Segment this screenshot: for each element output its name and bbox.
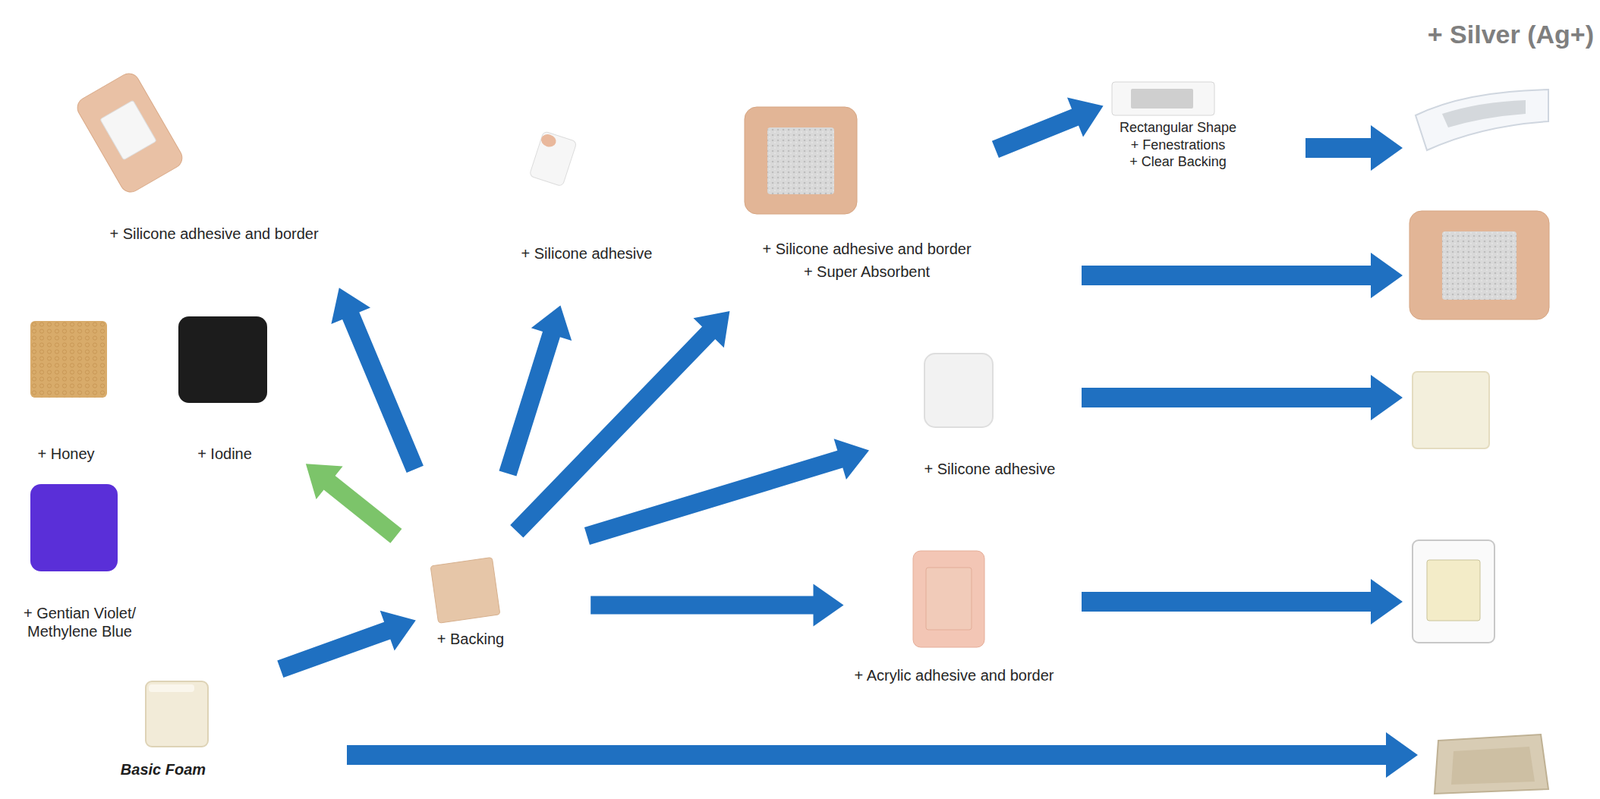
product-node: Rectangular Shape+ Fenestrations+ Clear … — [1108, 73, 1240, 174]
dressing-pad — [1442, 231, 1517, 300]
node-label: + Gentian Violet/ Methylene Blue — [11, 604, 149, 641]
block-arrow — [330, 287, 424, 473]
iodine-dressing — [178, 316, 268, 404]
product-node: + Honey — [27, 318, 111, 467]
silver-dressing-5 — [1434, 734, 1549, 794]
dressing-pad — [767, 127, 835, 195]
silver-dressing-2 — [1409, 211, 1550, 320]
product-node: + Acrylic adhesive and border — [851, 548, 1058, 688]
acrylic-dressing — [913, 551, 985, 648]
dressing-border — [1409, 211, 1550, 320]
dressing-pad — [925, 567, 972, 630]
block-arrow — [1081, 374, 1403, 421]
dressing-picture — [73, 69, 186, 196]
block-arrow — [305, 463, 403, 544]
dressing-backing — [1111, 81, 1215, 116]
dressing-center — [1451, 746, 1535, 785]
dressing-border — [73, 69, 186, 196]
honey-dressing — [30, 321, 108, 398]
node-label: + Honey — [37, 444, 95, 463]
product-node: + Backing — [425, 553, 508, 652]
pad-texture — [1442, 231, 1517, 300]
node-label: Rectangular Shape — [1119, 119, 1237, 137]
block-arrow — [584, 438, 870, 545]
node-label: + Backing — [437, 629, 504, 649]
pad-texture — [767, 127, 835, 195]
product-node: + Silicone adhesive and border + Super Ab… — [741, 103, 975, 284]
dressing-frame — [1412, 540, 1495, 643]
block-arrow — [499, 305, 573, 477]
gentian-violet-dressing — [30, 484, 118, 572]
node-label: + Silicone adhesive and border — [109, 224, 319, 243]
node-label: + Acrylic adhesive and border — [854, 666, 1055, 685]
honey-texture — [30, 321, 108, 398]
dressing-pad — [529, 131, 577, 187]
block-arrow — [992, 97, 1104, 159]
super-absorbent-dressing — [744, 107, 857, 215]
node-label: + Iodine — [197, 444, 252, 463]
node-label: + Silicone adhesive — [924, 459, 1056, 479]
silicone-foam — [924, 353, 993, 428]
dressing-border — [913, 551, 985, 648]
block-arrow — [1081, 252, 1403, 299]
node-label: + Silicone adhesive — [521, 244, 653, 263]
silver-dressing-4 — [1412, 540, 1495, 643]
dressing-border — [744, 107, 857, 215]
product-node: + Silicone adhesive and border — [88, 66, 322, 246]
backing-foam — [430, 557, 501, 624]
dressing-pad — [1130, 88, 1194, 109]
block-arrow — [590, 583, 844, 627]
block-arrow — [1305, 125, 1403, 171]
silver-dressing-1 — [1415, 89, 1549, 151]
silver-dressing-3 — [1412, 371, 1490, 449]
basic-foam-picture — [145, 681, 208, 747]
dressing-pad — [100, 100, 157, 161]
honey-pad — [30, 321, 108, 398]
block-arrow — [1081, 579, 1403, 625]
product-node: + Silicone adhesive — [518, 125, 656, 266]
foam-highlight — [148, 684, 195, 693]
dressing-pad — [1426, 560, 1481, 621]
product-node: + Silicone adhesive — [919, 349, 1059, 482]
node-label: Basic Foam — [120, 760, 206, 779]
dressing-shape — [1415, 89, 1549, 151]
rectangular-dressing — [1111, 81, 1215, 116]
block-arrow — [346, 732, 1418, 778]
dressing-corner — [539, 132, 558, 149]
foam-pad — [145, 681, 208, 747]
block-arrow — [277, 611, 416, 678]
node-label-line: + Fenestrations — [1130, 137, 1226, 155]
product-node: + Iodine — [175, 313, 271, 467]
product-node: + Gentian Violet/ Methylene Blue — [8, 481, 152, 644]
dressing-pad — [1434, 734, 1549, 794]
node-label-line: + Super Absorbent — [803, 262, 930, 281]
silicone-dressing-small — [529, 131, 577, 187]
dressing-pad — [1442, 100, 1526, 128]
column-heading: + Silver (Ag+) — [1427, 19, 1594, 50]
node-label: + Silicone adhesive and border — [762, 239, 971, 259]
node-label-line: + Clear Backing — [1129, 154, 1227, 171]
product-node: Basic Foam — [117, 675, 213, 782]
